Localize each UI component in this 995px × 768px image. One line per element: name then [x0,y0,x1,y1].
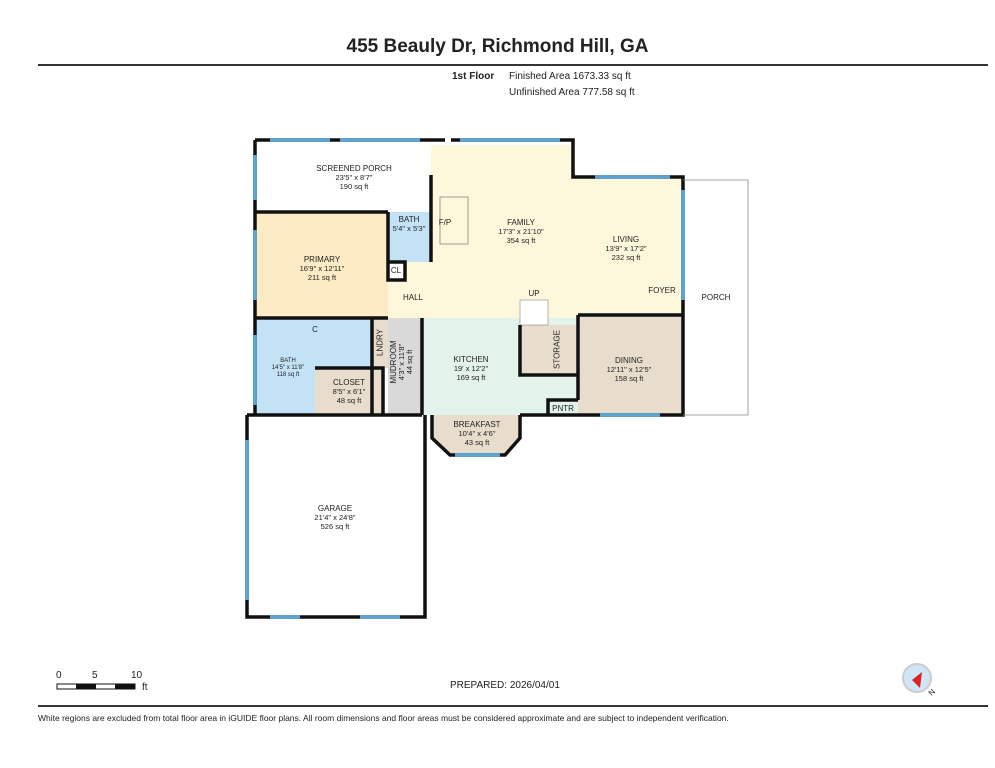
dining-area [578,315,683,415]
disclaimer: White regions are excluded from total fl… [38,713,729,723]
room-foyer: FOYER [648,286,676,295]
unfinished-area: Unfinished Area 777.58 sq ft [509,87,635,98]
room-laundry: LNDRY [375,329,385,356]
room-fireplace: F/P [438,218,452,227]
scale-tick-10: 10 [131,670,143,681]
family-living-area [388,145,683,318]
finished-area: Finished Area 1673.33 sq ft [509,71,631,82]
room-storage: STORAGE [552,330,562,369]
mudroom-area [388,318,422,415]
header-divider [38,64,988,66]
compass-needle-icon [912,672,922,688]
scale-tick-0: 0 [56,670,62,681]
scale-tick-5: 5 [92,670,98,681]
breakfast-area [432,415,520,455]
screened-porch-area [255,140,445,212]
stairs-up-label: UP [528,289,540,298]
room-porch: PORCH [701,293,731,302]
scale-unit: ft [142,682,148,693]
room-hall: HALL [402,293,424,302]
laundry-area [372,318,388,368]
primary-area [255,212,388,318]
bath-small-area [388,212,431,262]
prepared-date: PREPARED: 2026/04/01 [450,680,560,691]
footer-divider [38,705,988,707]
storage-area [520,325,578,375]
floor-label: 1st Floor [452,71,495,82]
stairs [519,299,549,326]
room-pantry: PNTR [552,404,574,413]
room-c: C [312,325,318,334]
room-cl: CL [390,266,402,275]
page-title: 455 Beauly Dr, Richmond Hill, GA [346,36,649,57]
